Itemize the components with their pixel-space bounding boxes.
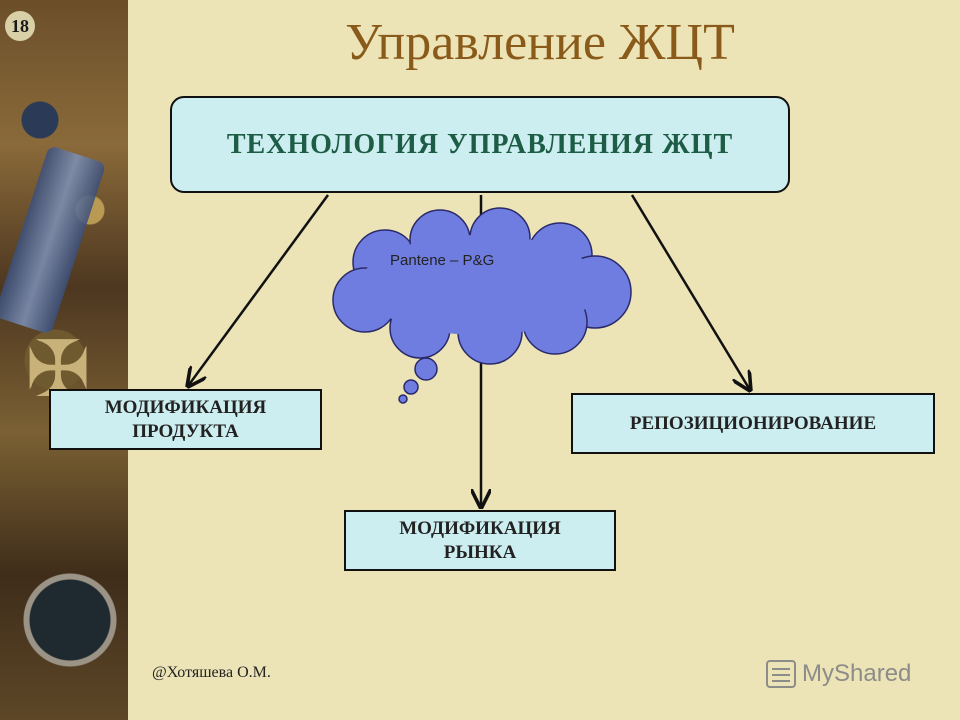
repositioning-node: РЕПОЗИЦИОНИРОВАНИЕ — [571, 393, 935, 454]
arrow-to-product — [188, 194, 330, 386]
market-modification-node: МОДИФИКАЦИЯ РЫНКА — [344, 510, 616, 571]
watermark-logo: MyShared — [766, 656, 926, 692]
myshared-logo-icon — [766, 660, 796, 688]
decorative-side-panel: ✠ — [0, 0, 128, 720]
slide-number-badge: 18 — [5, 11, 35, 41]
market-node-line1: МОДИФИКАЦИЯ — [399, 517, 561, 539]
callout-text: Pantene – P&G — [390, 252, 495, 269]
watermark-text: MyShared — [802, 660, 912, 687]
product-node-line1: МОДИФИКАЦИЯ — [104, 396, 267, 418]
thought-cloud — [332, 207, 632, 404]
product-modification-node: МОДИФИКАЦИЯ ПРОДУКТА — [49, 389, 322, 450]
main-node-label: ТЕХНОЛОГИЯ УПРАВЛЕНИЯ ЖЦТ — [226, 128, 734, 160]
main-node: ТЕХНОЛОГИЯ УПРАВЛЕНИЯ ЖЦТ — [170, 96, 790, 193]
repositioning-node-label: РЕПОЗИЦИОНИРОВАНИЕ — [629, 412, 877, 434]
arrow-to-repositioning — [630, 194, 750, 390]
product-node-line2: ПРОДУКТА — [132, 420, 239, 442]
author-footer: @Хотяшева О.М. — [152, 664, 271, 681]
slide-title: Управление ЖЦТ — [345, 14, 735, 71]
market-node-line2: РЫНКА — [443, 541, 517, 563]
